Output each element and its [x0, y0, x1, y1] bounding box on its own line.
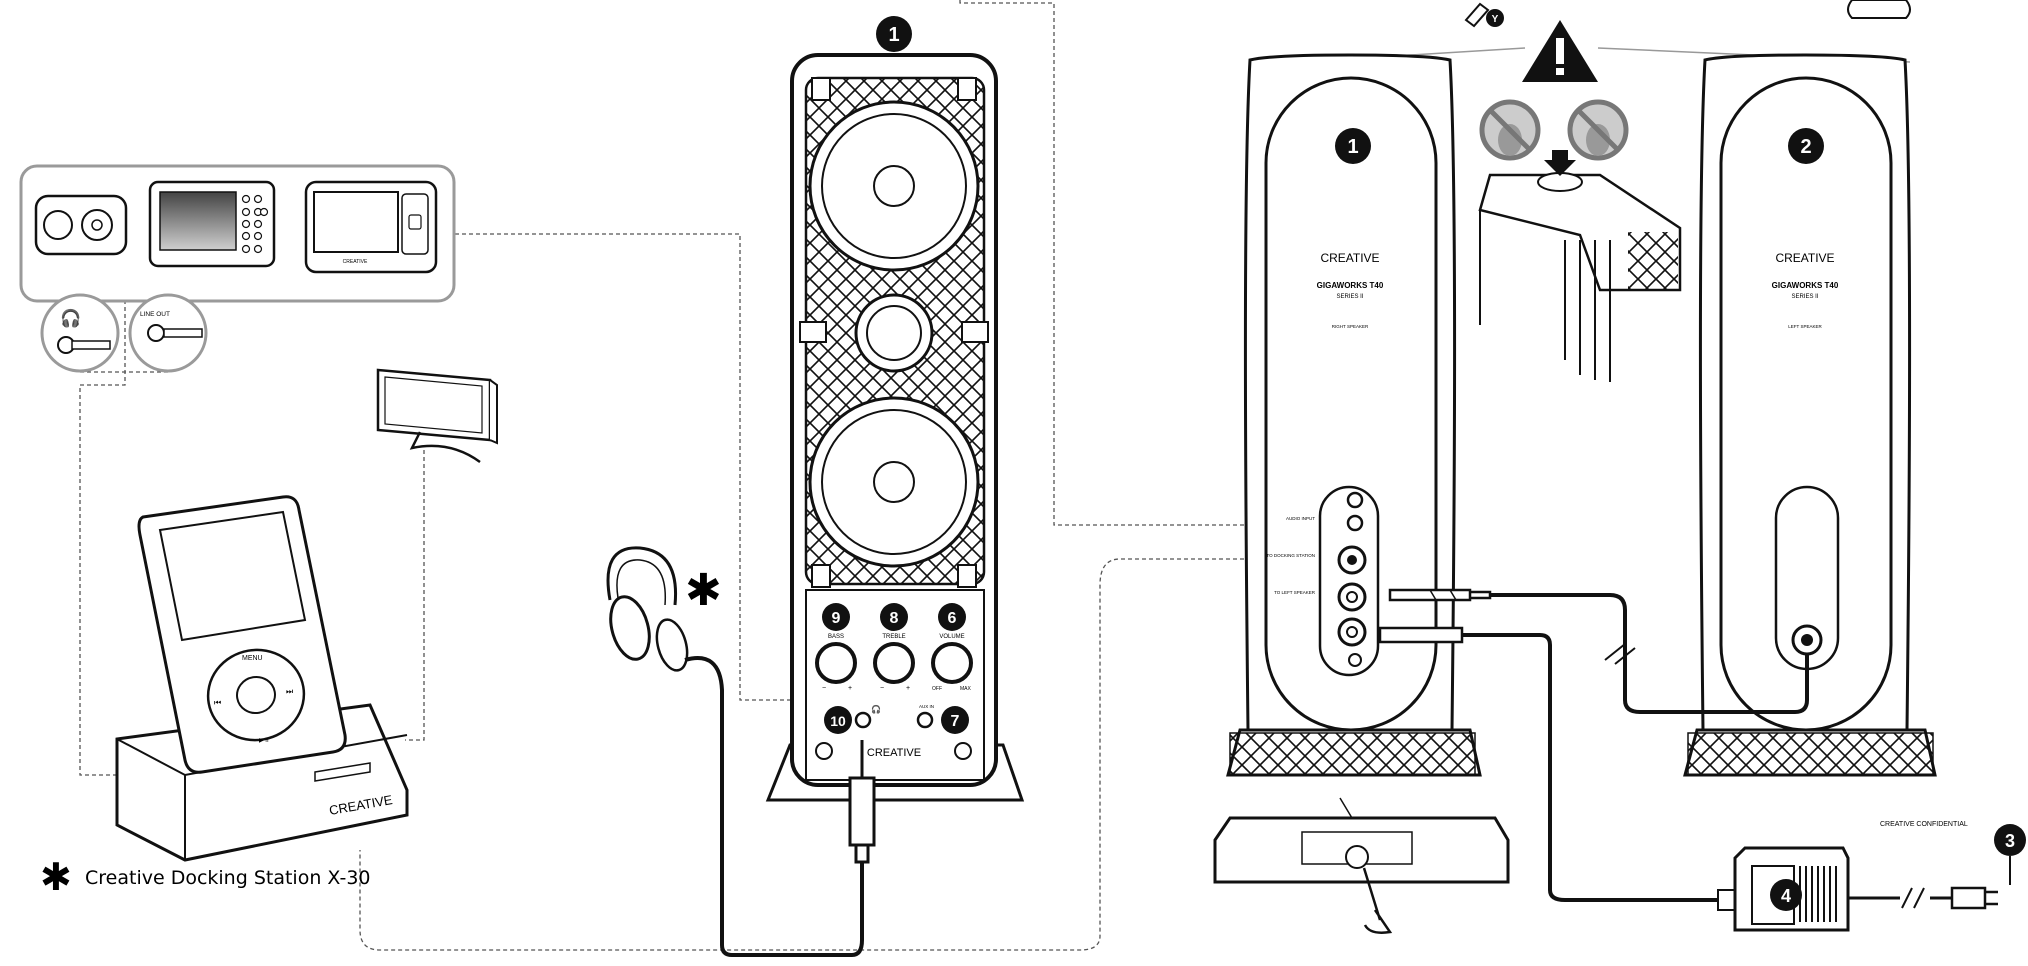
mp3-player-small: [34, 194, 128, 256]
aux-in-label: AUX IN: [919, 704, 934, 709]
ipod-play-icon: ▶ II: [259, 738, 269, 744]
to-docking-station-label: TO DOCKING STATION: [1266, 553, 1315, 558]
callout-10: 10: [830, 713, 846, 729]
headphone-jack[interactable]: [854, 711, 872, 729]
volume-knob[interactable]: [931, 642, 973, 684]
right-callouts: 1 2 3 4: [1335, 128, 2026, 911]
player-brand-text: CREATIVE: [343, 259, 368, 265]
bass-knob[interactable]: [815, 642, 857, 684]
power-input-jack[interactable]: [1337, 617, 1367, 647]
left-speaker-input-jack[interactable]: [1791, 624, 1823, 656]
callout-1-right: 1: [1347, 136, 1358, 158]
right-speaker: CREATIVE GIGAWORKS T40 SERIES II RIGHT S…: [1213, 53, 1510, 934]
no-grip-icon-2: [1567, 99, 1629, 161]
callout-4: 4: [1781, 886, 1791, 906]
right-speaker-model: GIGAWORKS T40: [1317, 281, 1384, 290]
volume-max-label: MAX: [960, 686, 972, 692]
callout-8: 8: [890, 610, 899, 627]
volume-label: VOLUME: [939, 634, 964, 640]
headphone-port-icon: 🎧: [60, 308, 81, 328]
volume-off-label: OFF: [932, 686, 942, 692]
headphone-port-bubble: 🎧: [40, 293, 120, 373]
tv-icon: [376, 368, 498, 464]
treble-label: TREBLE: [882, 634, 905, 640]
treble-plus-label: +: [906, 685, 910, 692]
media-player-large: CREATIVE: [304, 180, 438, 274]
ipod-next-icon: ⏭: [286, 687, 293, 696]
callout-9: 9: [832, 610, 841, 627]
ipod-on-dock: CREATIVE MENU ⏮ ⏭ ▶ II: [115, 495, 409, 862]
portable-players-group: CREATIVE: [19, 164, 456, 303]
bass-label: BASS: [828, 634, 844, 640]
headphone-jack-icon: 🎧: [871, 704, 881, 714]
line-out-port-bubble: LINE OUT: [128, 293, 208, 373]
front-speaker: BASS TREBLE VOLUME − + − + OFF MAX 🎧 AUX…: [765, 53, 1025, 864]
to-left-speaker-jack[interactable]: [1337, 582, 1367, 612]
audio-input-jack[interactable]: [1346, 491, 1364, 532]
warning-triangle-icon: [1522, 20, 1598, 82]
legend-asterisk-icon: ✱: [40, 857, 72, 899]
right-speaker-role: RIGHT SPEAKER: [1332, 324, 1369, 329]
right-speaker-series: SERIES II: [1336, 294, 1363, 300]
speaker-top-detail: [1478, 150, 1682, 382]
headphones-icon: ✱: [606, 546, 864, 957]
aux-in-jack[interactable]: [916, 711, 934, 729]
power-adapter: [1717, 846, 1998, 932]
right-speaker-logo: CREATIVE: [1320, 251, 1379, 265]
left-speaker-series: SERIES II: [1791, 294, 1818, 300]
callout-7: 7: [951, 713, 960, 730]
speaker-cables: [1462, 593, 1809, 902]
front-callouts: 1 9 8 6 10 7: [822, 16, 969, 734]
callout-3: 3: [2005, 831, 2015, 851]
media-player-medium: [148, 180, 276, 268]
docking-station-port[interactable]: [1337, 545, 1367, 575]
callout-2: 2: [1800, 136, 1811, 158]
left-speaker-role: LEFT SPEAKER: [1788, 324, 1822, 329]
cable-y-label: Y: [1492, 14, 1499, 25]
left-speaker-model: GIGAWORKS T40: [1772, 281, 1839, 290]
ipod-prev-icon: ⏮: [214, 698, 221, 707]
callout-6: 6: [948, 610, 957, 627]
bass-plus-label: +: [848, 685, 852, 692]
gamepad-icon: [1847, 0, 1911, 19]
no-grip-icon-1: [1479, 99, 1541, 161]
cable-break-mark: [1604, 643, 1636, 665]
to-left-speaker-label: TO LEFT SPEAKER: [1274, 590, 1316, 595]
left-speaker-logo: CREATIVE: [1775, 251, 1834, 265]
bass-minus-label: −: [822, 685, 826, 692]
front-speaker-logo: CREATIVE: [867, 747, 921, 759]
legend: ✱ Creative Docking Station X-30: [40, 857, 371, 899]
callout-1-front: 1: [888, 24, 899, 46]
cable-y-icon: Y: [1464, 2, 1504, 28]
line-out-label: LINE OUT: [140, 311, 170, 318]
ipod-menu-label: MENU: [242, 655, 263, 662]
legend-dock-name: Creative Docking Station X-30: [85, 867, 371, 889]
headphones-asterisk-icon: ✱: [685, 566, 722, 615]
treble-minus-label: −: [880, 685, 884, 692]
left-speaker: CREATIVE GIGAWORKS T40 SERIES II LEFT SP…: [1683, 53, 1937, 777]
treble-knob[interactable]: [873, 642, 915, 684]
confidential-label: CREATIVE CONFIDENTIAL: [1880, 821, 1968, 828]
audio-input-label: AUDIO INPUT: [1286, 516, 1315, 521]
